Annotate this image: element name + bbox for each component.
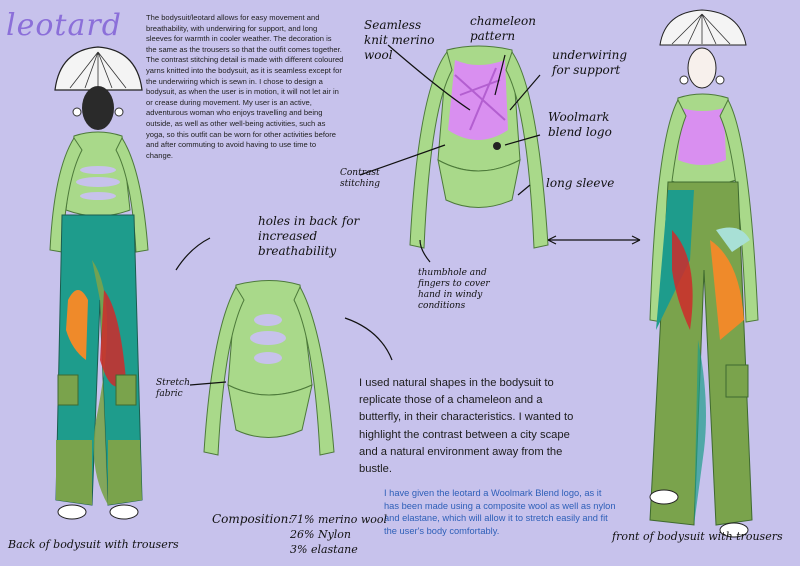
composition-label: Composition: [212,512,293,526]
composition-line: 26% Nylon [290,528,352,541]
design-description: The bodysuit/leotard allows for easy mov… [146,13,344,160]
woolmark-note: I have given the leotard a Woolmark Blen… [384,488,616,536]
label-stretch-fabric: Stretch fabric [156,378,190,399]
back-view-figure [49,46,149,520]
caption-front-view: front of bodysuit with trousers [612,530,783,543]
label-underwiring: underwiring for support [552,48,628,77]
annotation-arrows [175,44,641,386]
label-long-sleeve: long sleeve [546,176,615,190]
front-view-figure [649,9,759,538]
page-title: leotard [6,8,122,43]
composition-line: 3% elastane [290,543,358,556]
label-chameleon-pattern: chameleon pattern [470,14,536,43]
bodysuit-front-sketch [409,45,549,249]
natural-shapes-note: I used natural shapes in the bodysuit to… [359,377,574,476]
label-woolmark-logo: Woolmark blend logo [548,110,612,139]
label-back-holes: holes in back for increased breathabilit… [258,214,360,258]
label-thumbhole: thumbhole and fingers to cover hand in w… [418,268,490,311]
composition-line: 71% merino wool [290,513,388,526]
label-seamless-merino: Seamless knit merino wool [364,18,435,62]
caption-back-view: Back of bodysuit with trousers [8,538,179,551]
bodysuit-back-sketch [203,280,335,456]
composition-block: Composition: 71% merino wool 26% Nylon 3… [212,512,387,557]
label-contrast-stitching: Contrast stitching [340,168,381,189]
